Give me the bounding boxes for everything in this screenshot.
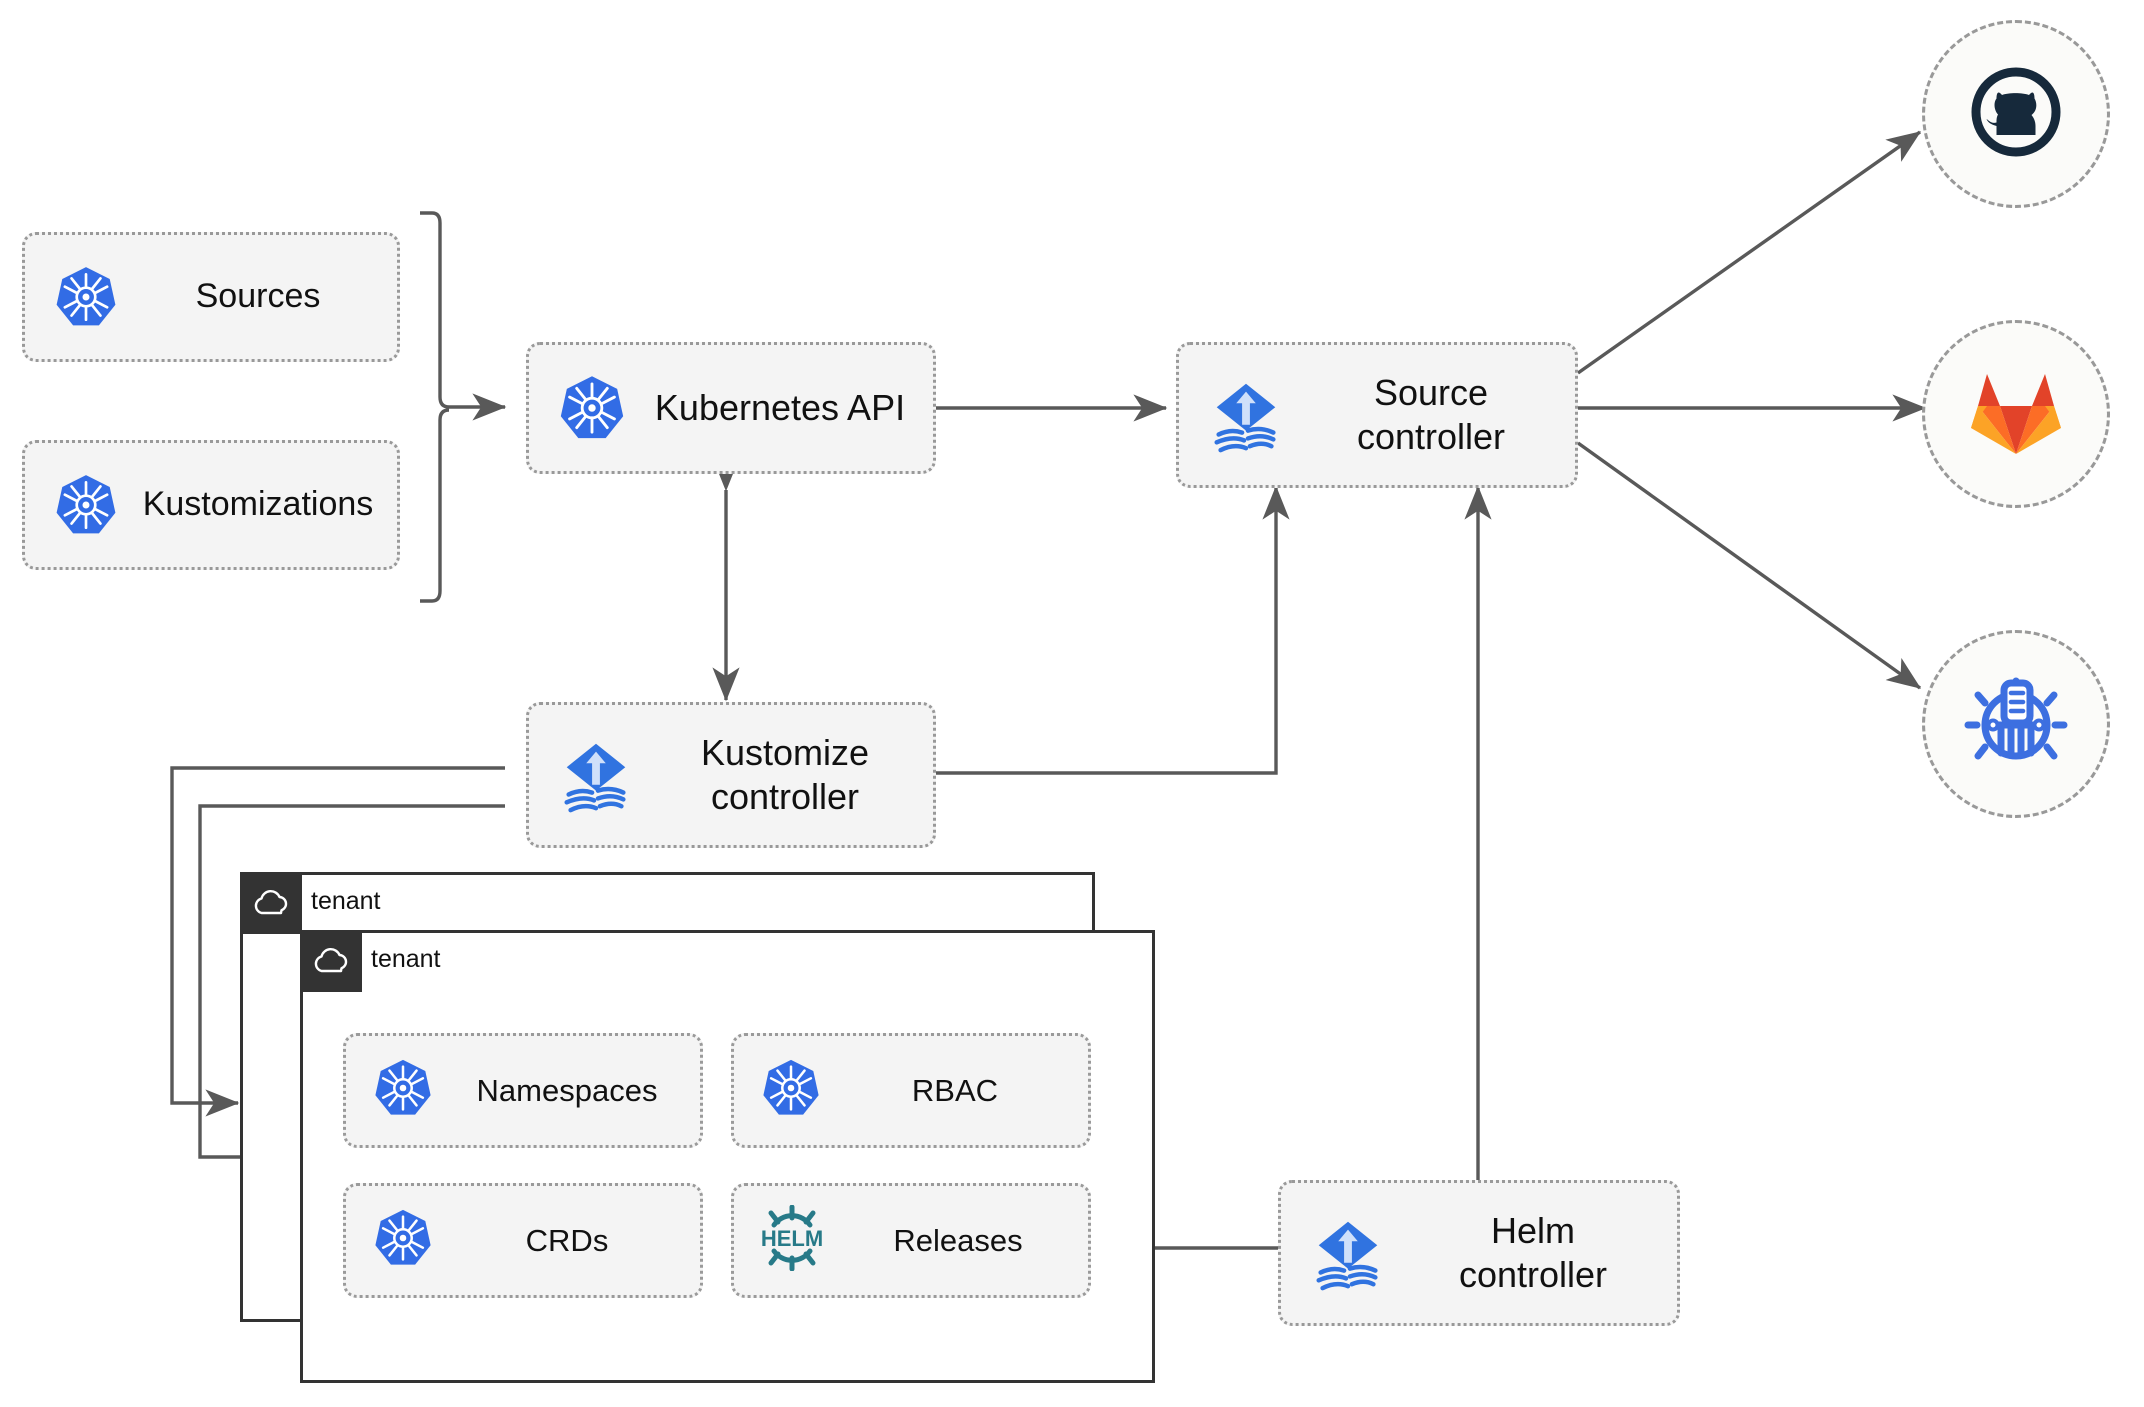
inner-box-label: Namespaces — [476, 1072, 658, 1108]
node-label: Kustomizations — [142, 485, 374, 524]
github-icon — [1967, 63, 2065, 166]
edge-kustomize-source — [936, 485, 1290, 775]
edge-kustomizations-bracket — [420, 408, 450, 603]
inner-box-crds[interactable]: CRDs — [343, 1183, 703, 1298]
helm-icon: HELM — [756, 1204, 828, 1276]
inner-box-label: Releases — [893, 1222, 1023, 1258]
gitlab-icon — [1965, 366, 2067, 463]
inner-box-rbac[interactable]: RBAC — [731, 1033, 1091, 1148]
node-helm-controller[interactable]: Helm controller — [1278, 1180, 1680, 1326]
edge-kustomize-tenant1 — [170, 766, 505, 1117]
provider-github[interactable] — [1922, 20, 2110, 208]
node-sources[interactable]: Sources — [22, 232, 400, 362]
flux-icon — [1307, 1212, 1389, 1294]
kubernetes-icon — [760, 1057, 822, 1124]
kubernetes-icon — [53, 264, 119, 330]
inner-box-label: CRDs — [525, 1222, 609, 1258]
cloud-icon — [300, 930, 362, 992]
node-label: Helm controller — [1458, 1210, 1608, 1295]
tenant-label: tenant — [311, 887, 381, 915]
inner-box-namespaces[interactable]: Namespaces — [343, 1033, 703, 1148]
kubernetes-icon — [372, 1057, 434, 1124]
tenant-label: tenant — [371, 945, 441, 973]
node-label: Kubernetes API — [654, 387, 906, 429]
inner-box-label: RBAC — [911, 1072, 999, 1108]
node-source-controller[interactable]: Source controller — [1176, 342, 1578, 488]
inner-box-releases[interactable]: HELM Releases — [731, 1183, 1091, 1298]
svg-text:HELM: HELM — [761, 1226, 823, 1251]
flux-icon — [555, 734, 637, 816]
kubernetes-icon — [372, 1207, 434, 1274]
tenant-container-2: tenant Namespaces — [300, 930, 1155, 1383]
cloud-icon — [240, 872, 302, 934]
node-label: Source controller — [1356, 372, 1506, 457]
edge-source-bucket — [1577, 441, 1922, 690]
node-kustomize-controller[interactable]: Kustomize controller — [526, 702, 936, 848]
bucket-icon — [1963, 669, 2069, 780]
node-label: Sources — [195, 277, 321, 316]
edge-source-github — [1577, 130, 1922, 375]
flux-icon — [1205, 374, 1287, 456]
node-kubernetes-api[interactable]: Kubernetes API — [526, 342, 936, 474]
provider-gitlab[interactable] — [1922, 320, 2110, 508]
node-kustomizations[interactable]: Kustomizations — [22, 440, 400, 570]
kubernetes-icon — [557, 373, 627, 443]
node-label: Kustomize controller — [700, 732, 870, 817]
provider-bucket[interactable] — [1922, 630, 2110, 818]
kubernetes-icon — [53, 472, 119, 538]
edge-sources-bracket — [420, 211, 507, 421]
